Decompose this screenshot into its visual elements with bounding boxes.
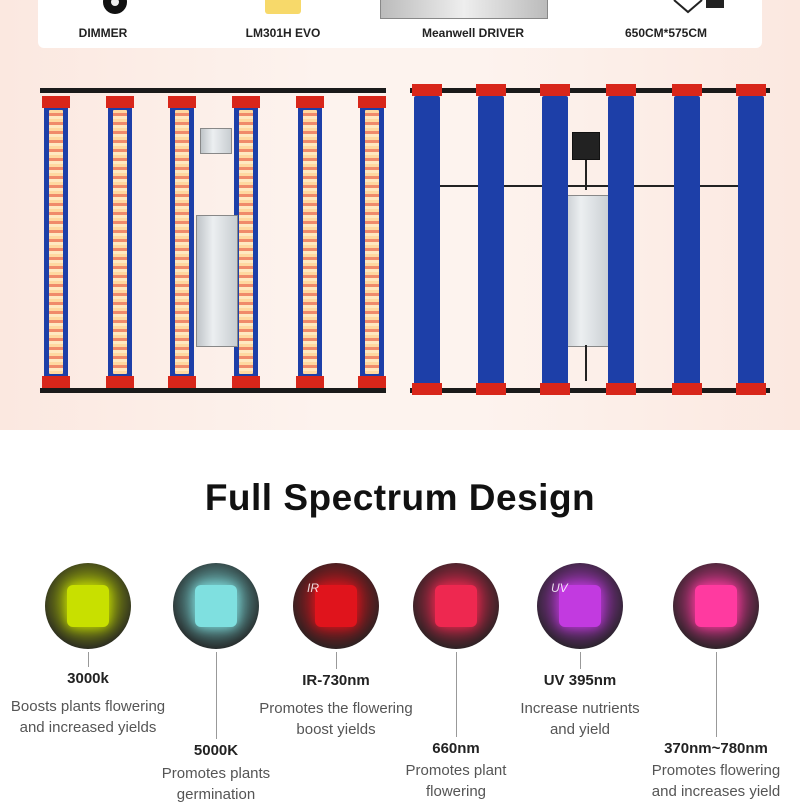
meanwell-driver [560,195,612,347]
leader-line [88,652,89,667]
bar-end-cap [540,383,570,395]
spectrum-name: 370nm~780nm [664,740,768,757]
bar-end-cap [476,84,506,96]
led-chip-glow [695,585,737,627]
feature-strip: DIMMER LM301H EVO Meanwell DRIVER 650CM*… [38,0,762,48]
feature-driver-label: Meanwell DRIVER [421,26,525,40]
spectrum-chip-3: IR [293,563,379,649]
leader-line [336,652,337,669]
spectrum-description: Boosts plants flowering [10,698,166,715]
bar-end-cap [412,383,442,395]
dimmer-knob-icon [103,0,127,14]
bar-end-cap [296,96,324,108]
spectrum-chip-6 [673,563,759,649]
light-bar [608,96,634,388]
led-chip-glow [559,585,601,627]
spectrum-description: flowering [425,783,487,800]
light-bar [674,96,700,388]
led-strip [49,110,63,374]
spectrum-name: 3000k [67,670,109,687]
product-photo-area [0,0,800,430]
coverage-icon [673,0,724,14]
spectrum-name: UV 395nm [543,672,617,689]
bar-end-cap [106,96,134,108]
led-chip-glow [195,585,237,627]
bar-end-cap [232,376,260,388]
spectrum-description: and increased yields [19,719,157,736]
spectrum-chip-4 [413,563,499,649]
spectrum-description: Promotes plants [161,765,271,782]
spectrum-chip-2 [173,563,259,649]
leader-line [456,652,457,737]
led-chip-glow [435,585,477,627]
light-bar [542,96,568,388]
bar-end-cap [358,96,386,108]
led-strip [113,110,127,374]
bar-end-cap [672,84,702,96]
spectrum-description: boost yields [296,721,376,738]
bar-end-cap [168,376,196,388]
led-strip [365,110,379,374]
junction-box [200,128,232,154]
spectrum-description: Promotes plant [405,762,507,779]
light-bar [478,96,504,388]
bar-end-cap [358,376,386,388]
leader-line [216,652,217,739]
driver-box-icon [380,0,548,19]
bar-end-cap [232,96,260,108]
spectrum-description: germination [176,786,256,803]
chip-label: UV [551,581,568,595]
spectrum-chip-5: UV [537,563,623,649]
bar-end-cap [168,96,196,108]
junction-box [572,132,600,160]
bar-end-cap [106,376,134,388]
spectrum-name: 660nm [432,740,480,757]
section-title: Full Spectrum Design [204,477,596,518]
bar-end-cap [42,96,70,108]
spectrum-description: Promotes the flowering [259,700,413,717]
spectrum-description: Promotes flowering [651,762,781,779]
bar-end-cap [42,376,70,388]
spectrum-section [0,430,800,800]
spectrum-name: IR-730nm [302,672,370,689]
leader-line [580,652,581,669]
feature-led-label: LM301H EVO [245,26,321,40]
feature-coverage-label: 650CM*575CM [624,26,708,40]
spectrum-chip-1 [45,563,131,649]
bar-end-cap [606,84,636,96]
bar-end-cap [540,84,570,96]
spectrum-description: and yield [549,721,611,738]
feature-dimmer-label: DIMMER [78,26,128,40]
bar-end-cap [296,376,324,388]
led-strip [175,110,189,374]
bar-end-cap [412,84,442,96]
light-bar [738,96,764,388]
led-strip [303,110,317,374]
meanwell-driver [196,215,238,347]
light-bar [414,96,440,388]
spectrum-name: 5000K [193,742,239,759]
led-chip-glow [67,585,109,627]
led-chip-glow [315,585,357,627]
spectrum-description: Increase nutrients [520,700,640,717]
spectrum-description: and increases yield [651,783,781,800]
led-strip [239,110,253,374]
bar-end-cap [672,383,702,395]
bar-end-cap [476,383,506,395]
led-chip-icon [265,0,301,14]
bar-end-cap [606,383,636,395]
bar-end-cap [736,84,766,96]
chip-label: IR [307,581,319,595]
leader-line [716,652,717,737]
bar-end-cap [736,383,766,395]
